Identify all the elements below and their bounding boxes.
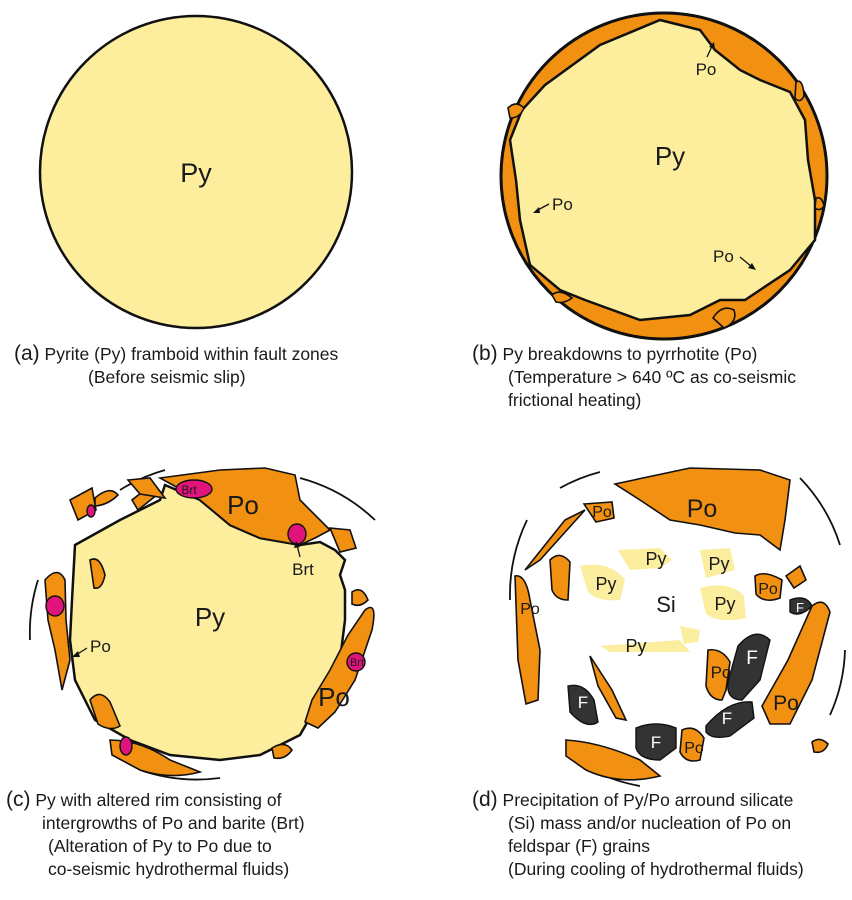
po-label: Po xyxy=(758,581,778,598)
barite-grain xyxy=(46,596,64,616)
caption-line: (During cooling of hydrothermal fluids) xyxy=(472,858,804,881)
po-label: Po xyxy=(90,637,111,656)
po-grain xyxy=(786,566,806,588)
caption-tag: (c) xyxy=(6,788,31,811)
po-label: Po xyxy=(696,60,717,79)
po-grain xyxy=(812,739,828,752)
panel-d: Po Po Py Py Py Po F Si Py Po Py F Po F P… xyxy=(510,468,845,786)
f-label: F xyxy=(651,733,661,752)
caption-line: frictional heating) xyxy=(472,389,796,412)
pyrite-label: Py xyxy=(655,141,685,171)
po-grain xyxy=(550,555,570,600)
caption-line: Pyrite (Py) framboid within fault zones xyxy=(45,344,339,364)
po-label: Po xyxy=(520,601,540,618)
po-label: Po xyxy=(773,692,799,715)
caption-tag: (d) xyxy=(472,788,498,811)
po-grain xyxy=(795,81,804,100)
f-label: F xyxy=(796,600,804,615)
py-label: Py xyxy=(625,636,646,656)
po-grain xyxy=(45,573,70,691)
py-label: Py xyxy=(708,554,729,574)
py-label: Py xyxy=(714,594,735,614)
barite-grain xyxy=(120,737,132,755)
py-grain xyxy=(680,626,700,644)
caption-d: (d) Precipitation of Py/Po arround silic… xyxy=(472,788,804,881)
po-label: Po xyxy=(711,663,732,682)
brt-label: Brt xyxy=(292,560,314,579)
caption-line: (Alteration of Py to Po due to xyxy=(6,835,305,858)
caption-b: (b) Py breakdowns to pyrrhotite (Po) (Te… xyxy=(472,342,796,412)
po-label: Po xyxy=(687,495,718,523)
caption-line: intergrowths of Po and barite (Brt) xyxy=(6,812,305,835)
po-label: Po xyxy=(227,490,259,520)
pyrite-label: Py xyxy=(180,158,212,188)
po-label: Po xyxy=(552,195,573,214)
panel-b: Po Py Po Po xyxy=(501,13,827,339)
f-label: F xyxy=(578,693,588,712)
po-label: Po xyxy=(684,740,704,757)
caption-line: Py breakdowns to pyrrhotite (Po) xyxy=(503,344,758,364)
pyrite-label: Py xyxy=(195,602,225,632)
py-label: Py xyxy=(595,574,616,594)
brt-label: Brt xyxy=(350,657,364,669)
caption-line: feldspar (F) grains xyxy=(472,835,804,858)
py-label: Py xyxy=(645,549,666,569)
brt-label: Brt xyxy=(181,483,197,497)
outline-arc xyxy=(830,650,845,715)
caption-line: (Temperature > 640 ºC as co-seismic xyxy=(472,366,796,389)
outline-arc xyxy=(560,472,600,488)
caption-line: Py with altered rim consisting of xyxy=(35,790,281,810)
caption-a: (a) Pyrite (Py) framboid within fault zo… xyxy=(14,342,338,389)
caption-c: (c) Py with altered rim consisting of in… xyxy=(6,788,305,881)
caption-line: (Si) mass and/or nucleation of Po on xyxy=(472,812,804,835)
barite-grain xyxy=(87,505,95,517)
po-grain xyxy=(352,590,368,606)
outline-arc xyxy=(30,580,38,640)
po-grain xyxy=(515,576,540,704)
caption-line: Precipitation of Py/Po arround silicate xyxy=(503,790,794,810)
f-label: F xyxy=(746,648,758,669)
caption-tag: (b) xyxy=(472,342,498,365)
po-grain xyxy=(128,478,165,498)
f-label: F xyxy=(722,709,732,728)
caption-line: (Before seismic slip) xyxy=(14,366,338,389)
panel-a: Py xyxy=(40,16,352,328)
caption-tag: (a) xyxy=(14,342,40,365)
caption-line: co-seismic hydrothermal fluids) xyxy=(6,858,305,881)
po-label: Po xyxy=(318,682,350,712)
po-label: Po xyxy=(713,247,734,266)
po-grain xyxy=(95,491,118,506)
barite-grain xyxy=(288,524,306,544)
po-label: Po xyxy=(592,504,612,521)
outline-arc xyxy=(800,478,840,545)
panel-c: Brt Po Brt Py Po Brt Po xyxy=(30,468,375,780)
si-label: Si xyxy=(656,592,676,617)
po-grain xyxy=(272,744,292,758)
